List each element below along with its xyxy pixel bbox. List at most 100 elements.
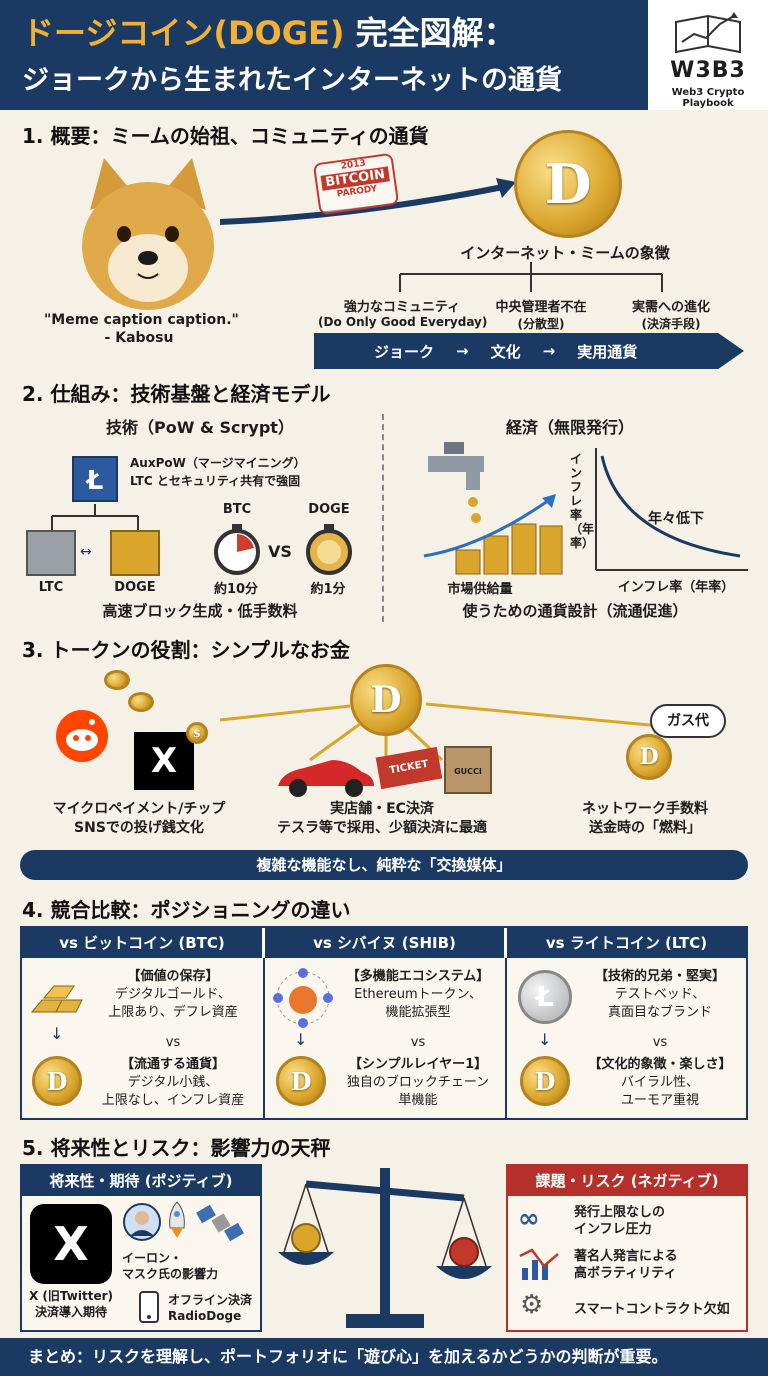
- header-banner: [0, 0, 768, 110]
- comparison-table: [20, 926, 748, 1120]
- doge-coin-icon: D: [32, 1056, 82, 1106]
- column-head-btc: vs ビットコイン (BTC): [22, 928, 262, 958]
- shib-ecosystem: 【多機能エコシステム】Ethereumトークン、機能拡張型: [346, 969, 490, 1020]
- bitcoin-parody-stamp: 2013 BITCOIN PARODY: [312, 152, 400, 216]
- btc-stopwatch-icon: [214, 524, 260, 575]
- negative-head: 課題・リスク (ネガティブ): [508, 1166, 746, 1196]
- section-divider: [382, 414, 384, 622]
- inflation-curve-chart: [595, 448, 748, 571]
- brand-logo: W3B3 Web3 Crypto Playbook: [648, 0, 768, 110]
- shopping-bag-icon: GUCCI: [444, 746, 492, 794]
- elon-avatar: [123, 1203, 161, 1241]
- ltc-sibling: 【技術的兄弟・堅実】テストベッド、真面目なブランド: [594, 969, 725, 1020]
- doge-label-2: DOGE: [308, 502, 350, 517]
- balance-scale-illustration: [278, 1168, 492, 1328]
- meme-symbol-label: インターネット・ミームの象徴: [460, 244, 670, 262]
- risk-inflation: 発行上限なしのインフレ圧力: [574, 1205, 666, 1237]
- btc-store-of-value: 【価値の保存】デジタルゴールド、上限あり、デフレ資産: [108, 969, 238, 1020]
- doge-block-time: 約1分: [310, 582, 346, 597]
- ltc-block-icon: [26, 530, 76, 576]
- down-arrow-icon: ↓: [538, 1030, 552, 1049]
- doge-currency: 【流通する通貨】デジタル小銭、上限なし、インフレ資産: [101, 1057, 245, 1108]
- column-head-ltc: vs ライトコイン (LTC): [506, 928, 746, 958]
- btc-label: BTC: [222, 502, 252, 517]
- column-head-shib: vs シバイヌ (SHIB): [264, 928, 504, 958]
- volatility-chart-icon: [519, 1248, 559, 1280]
- medium-of-exchange-banner: 複雑な機能なし、純粋な「交換媒体」: [20, 850, 748, 880]
- section-4-heading: 4. 競合比較：ポジショニングの違い: [22, 898, 351, 922]
- positive-head: 将来性・期待 (ポジティブ): [22, 1166, 260, 1196]
- supply-label: 市場供給量: [447, 582, 513, 597]
- role-payment: 実店舗・EC決済テスラ等で採用、少額決済に最適: [277, 801, 487, 836]
- econ-title: 経済（無限発行）: [505, 418, 634, 437]
- gear-icon: ⚙: [520, 1290, 544, 1320]
- rocket-icon: [169, 1201, 185, 1238]
- x-logo-icon: X: [134, 732, 194, 790]
- doge-culture: 【文化的象徴・楽しさ】バイラル性、ユーモア重視: [588, 1057, 732, 1108]
- doge-coin-icon: D: [276, 1056, 326, 1106]
- faucet-coins-illustration: [423, 442, 563, 575]
- econ-caption: 使うための通貨設計（流通促進）: [462, 602, 688, 620]
- tesla-car-icon: [278, 760, 374, 797]
- btc-block-time: 約10分: [213, 582, 259, 597]
- page-title: ドージコイン(DOGE) 完全図解：: [22, 14, 516, 52]
- doge-label: DOGE: [114, 580, 156, 595]
- litecoin-coin-icon: Ł: [518, 970, 572, 1024]
- branch-decentralized: 中央管理者不在(分散型): [495, 300, 587, 331]
- section-2-heading: 2. 仕組み：技術基盤と経済モデル: [22, 382, 331, 406]
- meme-quote: "Meme caption caption.": [44, 312, 239, 328]
- section-5-heading: 5. 将来性とリスク：影響力の天秤: [22, 1136, 331, 1160]
- auxpow-text: AuxPoW（マージマイニング）LTC とセキュリティ共有で強固: [130, 456, 306, 488]
- bidirectional-arrow-icon: ↔: [80, 544, 92, 560]
- tech-title: 技術（PoW & Scrypt）: [106, 418, 294, 437]
- dollar-coin-icon: $: [186, 722, 208, 744]
- role-network-fee: ネットワーク手数料送金時の「燃料」: [582, 801, 708, 836]
- ltc-label: LTC: [38, 580, 64, 595]
- section-3-heading: 3. トークンの役割：シンプルなお金: [22, 638, 350, 662]
- infinity-icon: ∞: [518, 1204, 540, 1234]
- musk-influence: イーロン・マスク氏の影響力: [122, 1251, 219, 1281]
- column-divider: [505, 958, 507, 1118]
- merge-mining-connector: [51, 504, 139, 530]
- y-axis-label: インフレ率（年率）: [570, 452, 595, 550]
- curved-arrow: [220, 178, 516, 225]
- vs-text: vs: [410, 1035, 426, 1050]
- down-arrow-icon: ↓: [294, 1030, 308, 1049]
- x-axis-label: インフレ率（年率）: [617, 580, 735, 595]
- page-subtitle: ジョークから生まれたインターネットの通貨: [22, 65, 562, 96]
- flying-coin-icon: [128, 692, 154, 712]
- doge-block-icon: [110, 530, 160, 576]
- gas-doge-coin: D: [626, 734, 672, 780]
- vs-label: VS: [268, 542, 292, 561]
- shib-ecosystem-icon: [273, 968, 333, 1028]
- doge-layer1: 【シンプルレイヤー1】独自のブロックチェーン単機能: [346, 1057, 490, 1108]
- vs-text: vs: [652, 1035, 668, 1050]
- branch-community: 強力なコミュニティ(Do Only Good Everyday): [318, 300, 488, 329]
- shiba-dog-illustration: [82, 158, 214, 310]
- evolution-flow-bar: ジョーク→文化→実用通貨: [314, 333, 744, 369]
- reddit-icon: [56, 710, 108, 762]
- flying-coin-icon: [104, 670, 130, 690]
- doge-stopwatch-icon: [306, 524, 352, 575]
- section-1-heading: 1. 概要：ミームの始祖、コミュニティの通貨: [22, 124, 429, 148]
- summary-footer: まとめ：リスクを理解し、ポートフォリオに「遊び心」を加えるかどうかの判断が重要。: [0, 1338, 768, 1376]
- tech-caption: 高速ブロック生成・低手数料: [102, 602, 298, 620]
- doge-coin-icon: D: [520, 1056, 570, 1106]
- litecoin-cube-icon: Ł: [72, 456, 118, 502]
- vs-text: vs: [165, 1035, 181, 1050]
- doge-coin-icon: D: [514, 130, 622, 238]
- satellite-icon: [196, 1204, 244, 1242]
- x-payment-expectation: X (旧Twitter)決済導入期待: [29, 1289, 113, 1319]
- gas-fee-bubble: ガス代: [650, 704, 726, 738]
- x-logo-icon: X: [30, 1204, 112, 1284]
- risk-smart-contract: スマートコントラクト欠如: [574, 1302, 730, 1317]
- gold-bars-icon: [30, 985, 83, 1013]
- down-arrow-icon: ↓: [50, 1024, 64, 1043]
- meme-quote-author: - Kabosu: [104, 330, 174, 346]
- column-divider: [263, 958, 265, 1118]
- risk-volatility: 著名人発言による高ボラティリティ: [574, 1249, 678, 1281]
- curve-label: 年々低下: [648, 511, 704, 527]
- book-chart-icon: [675, 12, 741, 54]
- phone-icon: [139, 1291, 159, 1323]
